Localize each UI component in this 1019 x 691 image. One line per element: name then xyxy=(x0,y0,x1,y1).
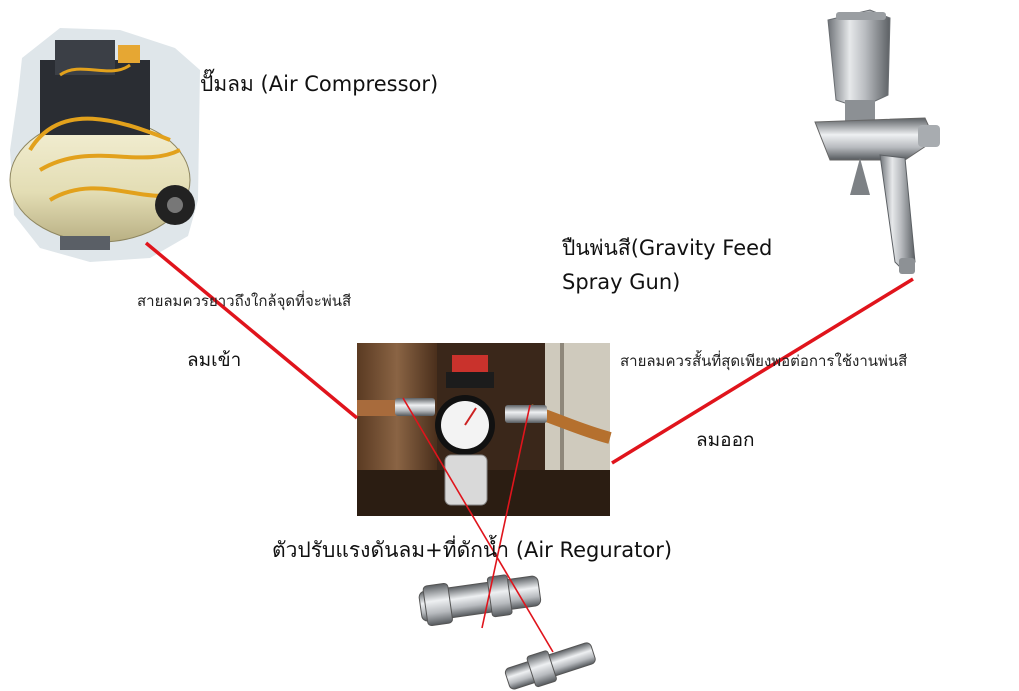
air-regulator-icon xyxy=(357,343,612,516)
hose-out-line xyxy=(611,277,914,465)
spray-gun-label-line2: Spray Gun) xyxy=(562,270,681,294)
spray-gun-label-line1: ปืนพ่นสี(Gravity Feed xyxy=(562,236,773,260)
spray-gun-icon xyxy=(814,9,940,274)
hose-in-note: สายลมควรยาวถึงใกล้จุดที่จะพ่นสี xyxy=(137,292,352,310)
air-compressor-icon xyxy=(9,28,200,262)
air-in-label: ลมเข้า xyxy=(187,349,242,371)
quick-coupler-icon xyxy=(418,574,596,690)
hose-out-note: สายลมควรสั้นที่สุดเพียงพอต่อการใช้งานพ่น… xyxy=(620,352,908,370)
regulator-label: ตัวปรับแรงดันลม+ที่ดักน้ำ (Air Regurator… xyxy=(272,538,673,562)
compressor-label: ปั๊มลม (Air Compressor) xyxy=(200,72,439,96)
air-out-label: ลมออก xyxy=(696,429,755,451)
hose-in-line xyxy=(144,241,359,420)
cross-line-a xyxy=(402,397,554,653)
cross-line-b xyxy=(481,404,531,629)
